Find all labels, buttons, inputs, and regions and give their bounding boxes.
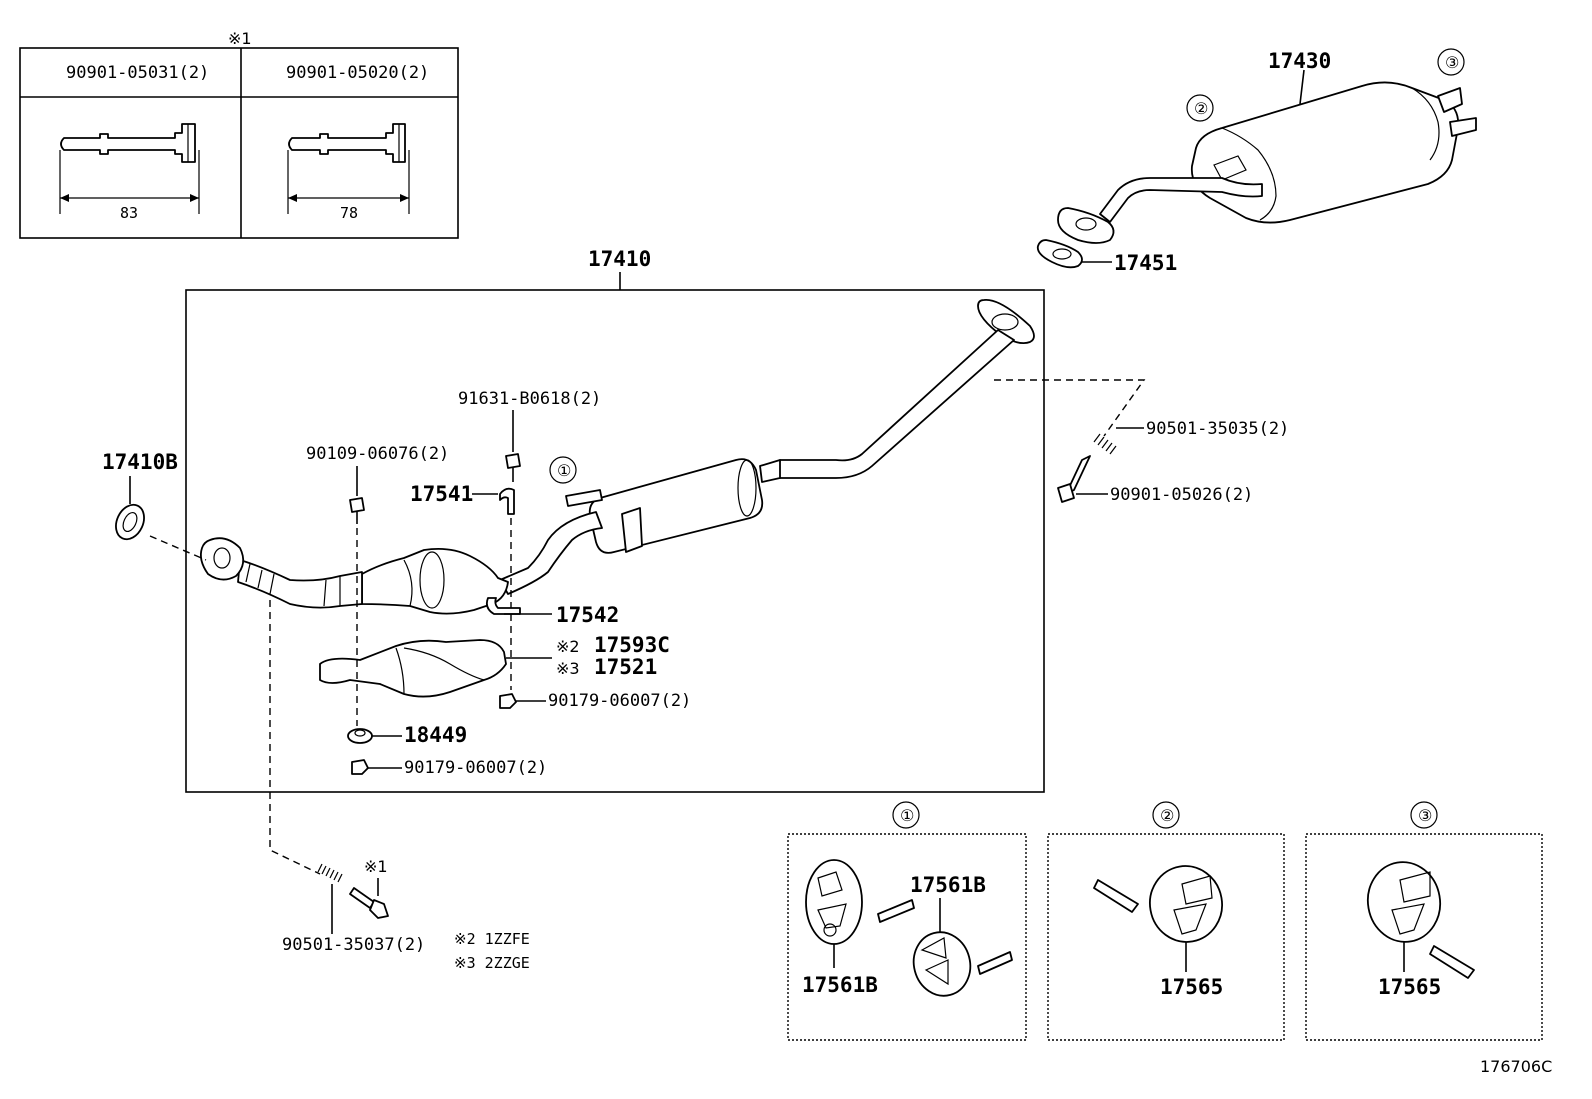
- callout-3-detail: ③: [1410, 801, 1438, 829]
- bolt-spec-table: ※1 90901-05031(2) 90901-05020(2) 83 78: [19, 29, 459, 239]
- callout-2-detail: ②: [1152, 801, 1180, 829]
- label-17561B-left: 17561B: [802, 973, 878, 997]
- svg-text:②: ②: [1194, 99, 1208, 118]
- label-17565-detail2: 17565: [1160, 975, 1223, 999]
- clamp-17542: [485, 597, 521, 615]
- label-18449: 18449: [404, 723, 467, 747]
- svg-text:①: ①: [900, 806, 914, 825]
- hanger-17561B-left: [805, 859, 863, 945]
- label-17521: 17521: [594, 655, 657, 679]
- detail-box-1: [787, 833, 1027, 1041]
- table-col2-length: 78: [340, 204, 358, 222]
- bolt-83-drawing: [59, 123, 200, 214]
- label-17451: 17451: [1114, 251, 1177, 275]
- nut-90179-right: [499, 693, 517, 709]
- callout-1-detail: ①: [892, 801, 920, 829]
- svg-text:③: ③: [1418, 806, 1432, 825]
- legend-note-3: ※3 2ZZGE: [454, 954, 530, 972]
- table-col1-length: 83: [120, 204, 138, 222]
- label-17430: 17430: [1268, 49, 1331, 73]
- rubber-stub-2: [1093, 879, 1139, 913]
- label-17593C-note: ※2: [556, 637, 580, 656]
- label-90501-35037: 90501-35037(2): [282, 935, 425, 955]
- legend-note-2: ※2 1ZZFE: [454, 930, 530, 948]
- rubber-stub-1b: [977, 951, 1013, 975]
- label-91631-B0618: 91631-B0618(2): [458, 389, 601, 409]
- tailpipe-muffler-assembly: [1036, 69, 1477, 269]
- table-note-mark: ※1: [228, 29, 252, 48]
- label-17410B: 17410B: [102, 450, 178, 474]
- heat-insulator: [319, 639, 507, 698]
- hanger-17561B-right: [912, 931, 972, 997]
- bolt-91631: [505, 453, 521, 482]
- bolt-90501-front: [349, 887, 389, 919]
- bolt-78-drawing: [287, 123, 410, 214]
- front-pipe-assembly-box: [185, 289, 1045, 793]
- label-90901-05026: 90901-05026(2): [1110, 485, 1253, 505]
- table-col1-part-number: 90901-05031(2): [66, 63, 209, 83]
- rubber-stub-3: [1429, 945, 1475, 979]
- hanger-17565-detail3: [1366, 861, 1442, 943]
- label-17561B-right: 17561B: [910, 873, 986, 897]
- gasket-17410B: [115, 503, 145, 541]
- table-col2-part-number: 90901-05020(2): [286, 63, 429, 83]
- hanger-17565-detail2: [1149, 865, 1223, 943]
- detail-box-3: [1305, 833, 1543, 1041]
- label-17521-note: ※3: [556, 659, 580, 678]
- label-90179-06007-right: 90179-06007(2): [548, 691, 691, 711]
- bracket-17541: [499, 487, 515, 515]
- callout-3-top: ③: [1437, 48, 1465, 76]
- spring-90501-35037: [317, 863, 343, 883]
- rubber-stub-1a: [877, 899, 915, 923]
- bolt-note-mark: ※1: [364, 857, 388, 876]
- label-90109-06076: 90109-06076(2): [306, 444, 449, 464]
- label-17410: 17410: [588, 247, 651, 271]
- label-90179-06007-bottom: 90179-06007(2): [404, 758, 547, 778]
- table-border: [19, 47, 459, 239]
- bolt-90109: [349, 497, 365, 524]
- nut-90179-bottom: [351, 759, 369, 775]
- detail-box-2: [1047, 833, 1285, 1041]
- label-90501-35035: 90501-35035(2): [1146, 419, 1289, 439]
- washer-18449: [347, 728, 373, 744]
- bolt-90901-05026: [1057, 455, 1091, 503]
- svg-text:①: ①: [557, 461, 571, 480]
- svg-text:③: ③: [1445, 53, 1459, 72]
- svg-text:②: ②: [1160, 806, 1174, 825]
- front-exhaust-pipe: [199, 299, 1035, 615]
- callout-1-main: ①: [549, 456, 577, 484]
- label-17593C: 17593C: [594, 633, 670, 657]
- label-17541: 17541: [410, 482, 473, 506]
- diagram-id: 176706C: [1480, 1057, 1552, 1076]
- label-17565-detail3: 17565: [1378, 975, 1441, 999]
- callout-2-top: ②: [1186, 94, 1214, 122]
- label-17542: 17542: [556, 603, 619, 627]
- spring-90501-35035: [1093, 433, 1117, 455]
